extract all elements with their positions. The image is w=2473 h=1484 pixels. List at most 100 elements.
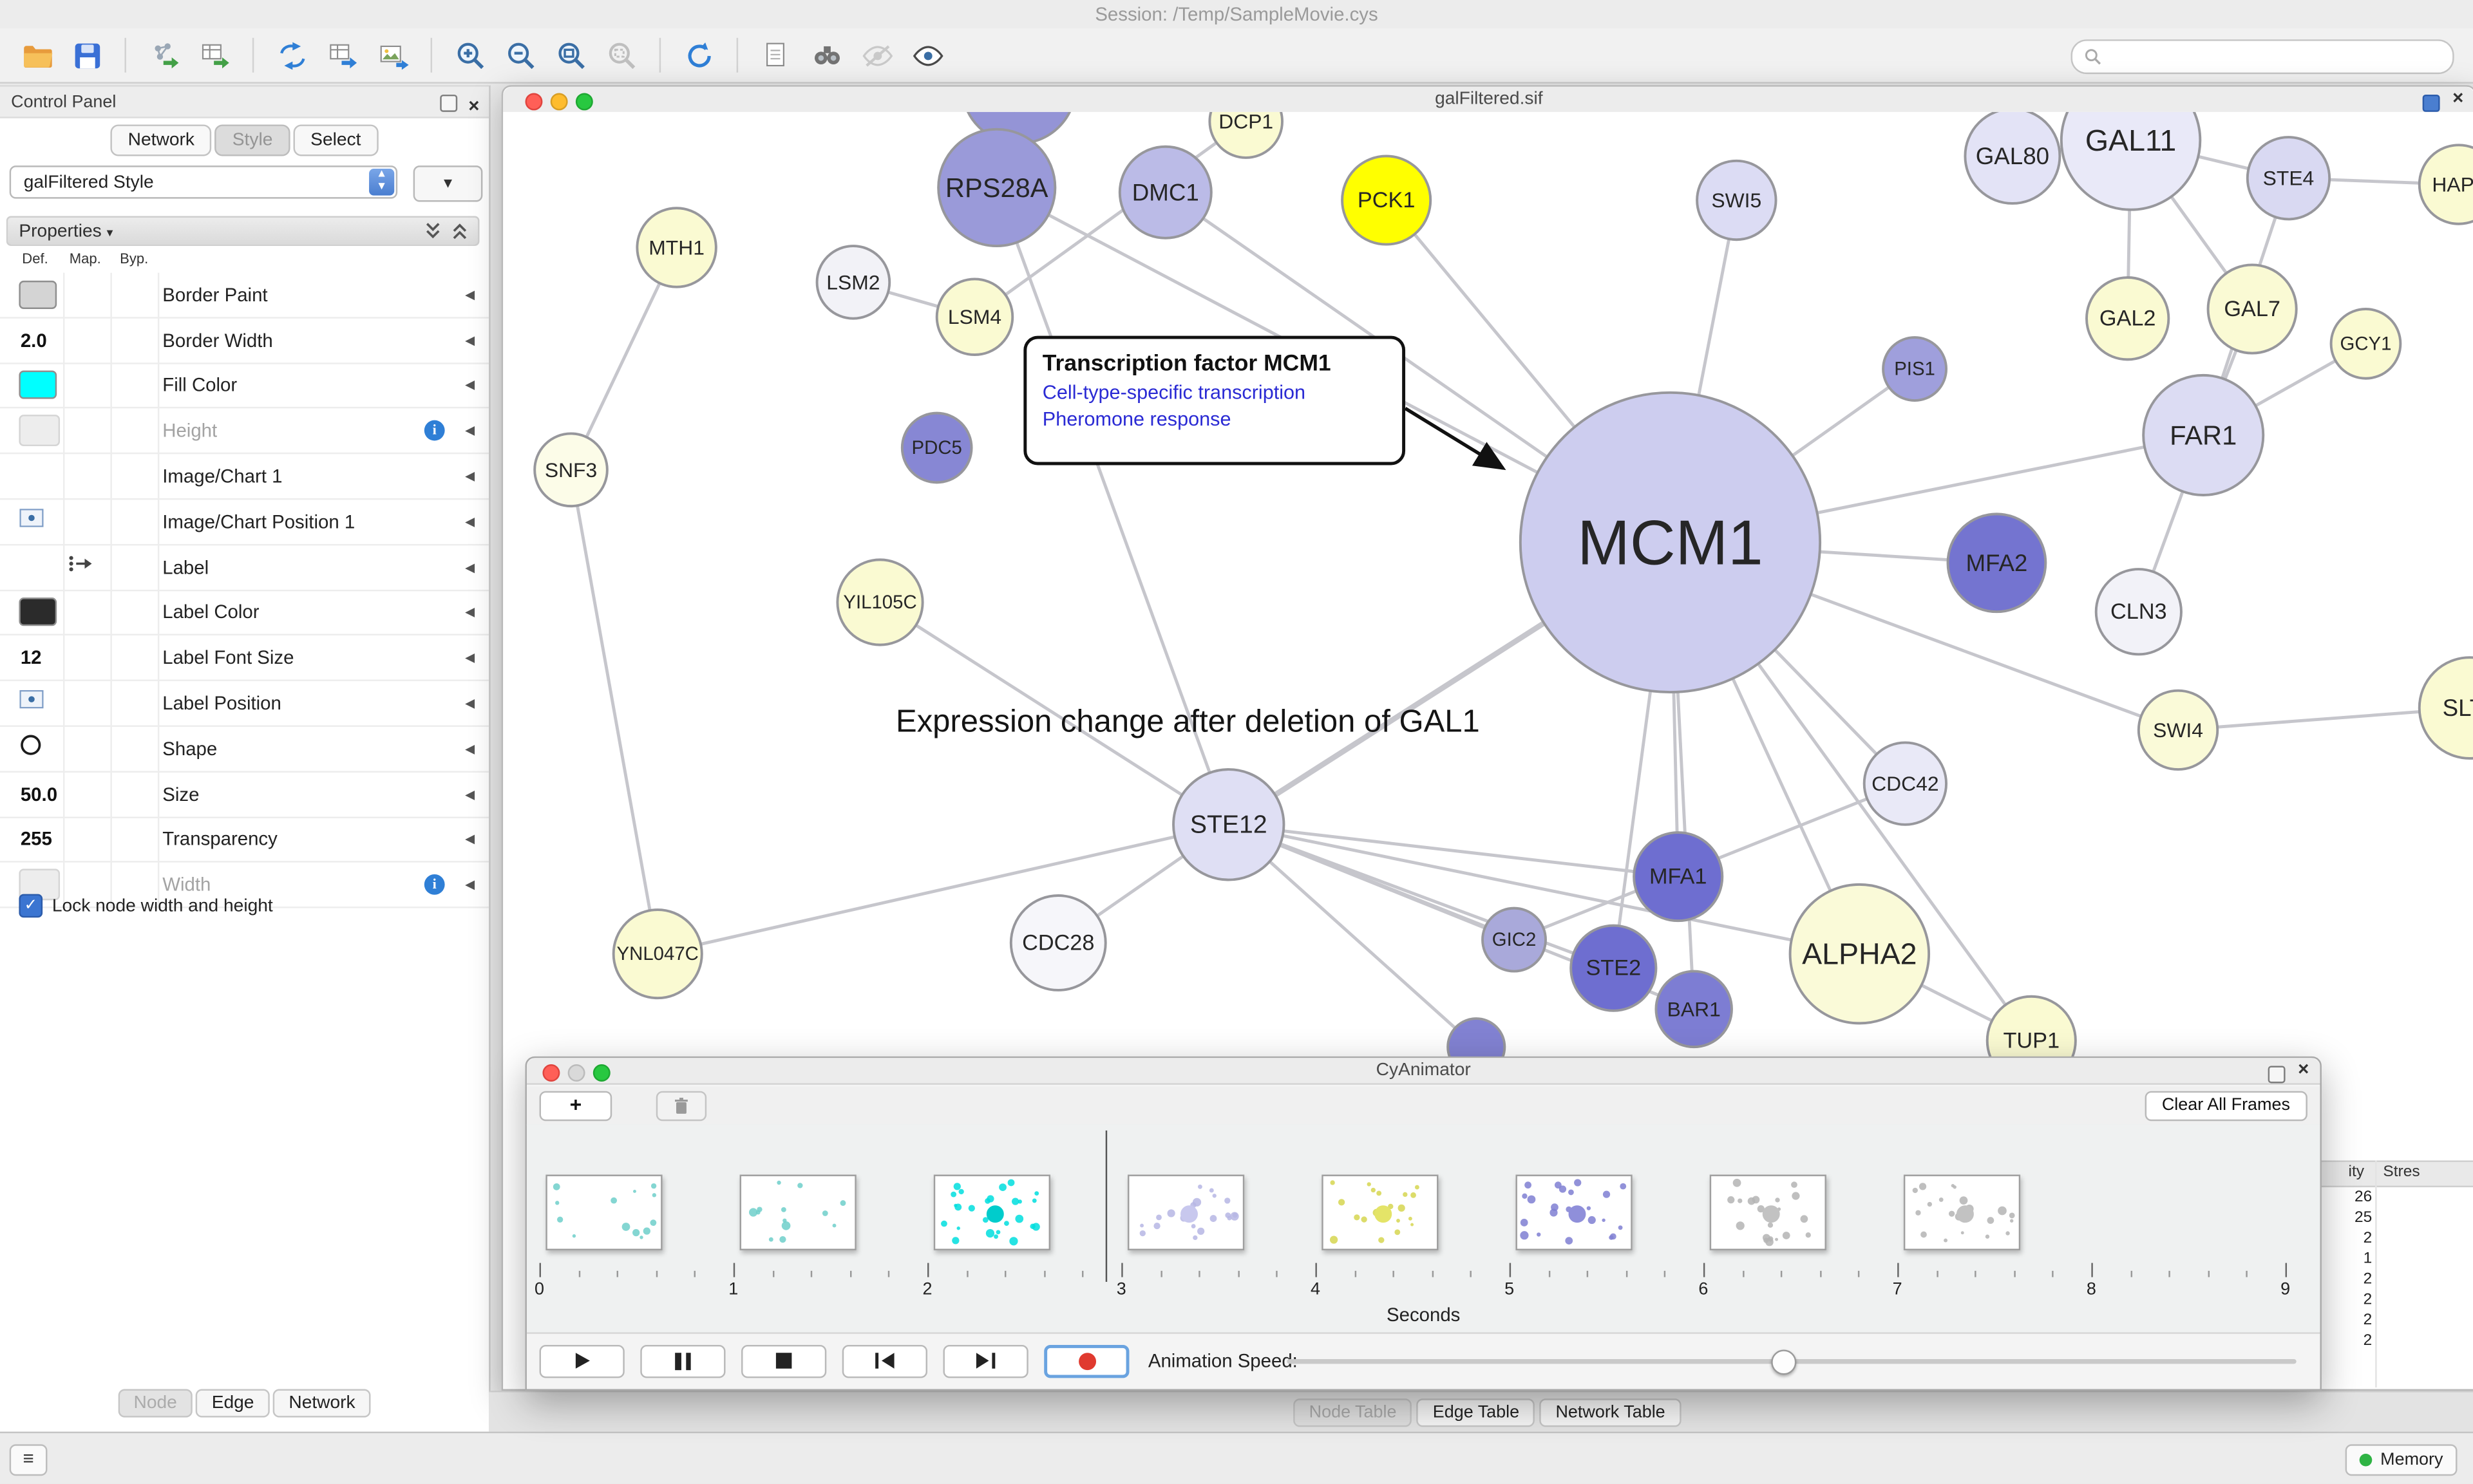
node-STE4[interactable]: [2246, 136, 2331, 221]
expand-row-arrow-icon[interactable]: ◀: [465, 333, 475, 348]
tab-edge-table[interactable]: Edge Table: [1417, 1398, 1535, 1427]
node-MTH1[interactable]: [636, 207, 717, 288]
stop-button[interactable]: [741, 1344, 827, 1378]
snapshot-icon[interactable]: [755, 35, 797, 76]
birdseye-view-icon[interactable]: [806, 35, 847, 76]
node-DCP1[interactable]: [1208, 111, 1284, 159]
node-YNL047C[interactable]: [612, 908, 703, 1000]
import-network-icon[interactable]: [144, 35, 185, 76]
node-CDC28[interactable]: [1009, 894, 1107, 991]
node-MFA2[interactable]: [1946, 512, 2047, 614]
column-header-stress[interactable]: Stres: [2383, 1163, 2420, 1181]
table-cell-connectivity[interactable]: 2: [2363, 1311, 2373, 1329]
default-value[interactable]: 255: [20, 828, 52, 851]
close-panel-icon[interactable]: ×: [468, 94, 480, 117]
skip-forward-button[interactable]: [943, 1344, 1028, 1378]
float-window-icon[interactable]: [2268, 1066, 2286, 1084]
table-cell-connectivity[interactable]: 1: [2363, 1250, 2373, 1268]
node-BAR1[interactable]: [1654, 970, 1733, 1049]
frame-thumbnail-7[interactable]: [1903, 1174, 2021, 1251]
table-cell-connectivity[interactable]: 2: [2363, 1332, 2373, 1350]
annotation-link[interactable]: Cell-type-specific transcription: [1042, 381, 1306, 404]
default-value[interactable]: 50.0: [20, 783, 58, 805]
network-window-titlebar[interactable]: galFiltered.sif ×: [503, 86, 2473, 114]
info-icon[interactable]: i: [424, 420, 445, 442]
edge-RPS28A-STE12[interactable]: [995, 187, 1231, 825]
node-GAL11[interactable]: [2060, 111, 2202, 211]
position-icon[interactable]: [19, 689, 44, 717]
minimize-window-icon[interactable]: [550, 93, 568, 111]
expand-row-arrow-icon[interactable]: ◀: [465, 287, 475, 302]
default-value[interactable]: 12: [20, 646, 42, 670]
node-PIS1[interactable]: [1882, 336, 1948, 402]
edge-STE12-MFA1[interactable]: [1228, 823, 1678, 879]
show-panel-icon[interactable]: [907, 35, 948, 76]
skip-back-button[interactable]: [842, 1344, 928, 1378]
zoom-fit-icon[interactable]: [551, 35, 592, 76]
lock-size-checkbox[interactable]: ✓: [19, 894, 43, 918]
column-header-connectivity[interactable]: ity: [2348, 1163, 2365, 1181]
node-SNF3[interactable]: [533, 432, 609, 508]
close-window-icon[interactable]: [525, 93, 543, 111]
clear-all-frames-button[interactable]: Clear All Frames: [2144, 1091, 2307, 1122]
float-panel-icon[interactable]: [440, 94, 458, 112]
export-network-icon[interactable]: [271, 35, 312, 76]
node-STE12[interactable]: [1172, 768, 1285, 881]
zoom-selected-icon[interactable]: [601, 35, 642, 76]
property-row-border-paint[interactable]: Border Paint◀: [0, 273, 489, 319]
node-MFA1[interactable]: [1633, 831, 1724, 923]
collapse-all-icon[interactable]: [424, 221, 442, 241]
memory-button[interactable]: Memory: [2345, 1444, 2458, 1476]
property-row-image-chart-position-1[interactable]: Image/Chart Position 1◀: [0, 500, 489, 545]
frame-thumbnail-2[interactable]: [933, 1174, 1051, 1251]
discrete-mapping-icon[interactable]: [66, 553, 95, 581]
maximize-window-icon[interactable]: [575, 93, 593, 111]
frame-thumbnail-4[interactable]: [1322, 1174, 1439, 1251]
lock-size-row[interactable]: ✓ Lock node width and height: [19, 894, 273, 918]
expand-row-arrow-icon[interactable]: ◀: [465, 424, 475, 438]
default-value-cell[interactable]: [19, 415, 61, 447]
node-LSM4[interactable]: [935, 277, 1014, 356]
frame-thumbnail-3[interactable]: [1128, 1174, 1245, 1251]
frame-thumbnail-5[interactable]: [1515, 1174, 1633, 1251]
tab-node-table[interactable]: Node Table: [1293, 1398, 1412, 1427]
table-cell-connectivity[interactable]: 2: [2363, 1230, 2373, 1248]
style-target-tab-edge[interactable]: Edge: [196, 1389, 270, 1418]
edge-STE12-YIL105C[interactable]: [879, 601, 1230, 826]
speed-slider-knob[interactable]: [1770, 1349, 1796, 1375]
node-GIC2[interactable]: [1481, 906, 1547, 973]
pause-button[interactable]: [640, 1344, 726, 1378]
tab-network[interactable]: Network: [110, 124, 212, 156]
expand-row-arrow-icon[interactable]: ◀: [465, 650, 475, 665]
tab-select[interactable]: Select: [293, 124, 379, 156]
float-window-icon[interactable]: [2422, 94, 2440, 112]
delete-frame-button[interactable]: [656, 1091, 707, 1122]
close-view-icon[interactable]: ×: [2298, 1058, 2309, 1080]
tab-network-table[interactable]: Network Table: [1539, 1398, 1682, 1427]
default-value-swatch[interactable]: [19, 598, 57, 627]
minimize-window-icon[interactable]: [567, 1064, 585, 1082]
expand-row-arrow-icon[interactable]: ◀: [465, 741, 475, 756]
edge-DCP1-LSM4[interactable]: [974, 120, 1247, 319]
expand-row-arrow-icon[interactable]: ◀: [465, 832, 475, 847]
table-cell-connectivity[interactable]: 2: [2363, 1270, 2373, 1288]
ellipse-icon[interactable]: [19, 733, 43, 764]
table-cell-connectivity[interactable]: 26: [2355, 1188, 2373, 1207]
task-history-button[interactable]: ≡: [9, 1444, 48, 1476]
property-row-fill-color[interactable]: Fill Color◀: [0, 364, 489, 409]
expand-all-icon[interactable]: [451, 221, 468, 241]
animator-titlebar[interactable]: CyAnimator ×: [526, 1058, 2320, 1085]
node-GCY1[interactable]: [2329, 308, 2402, 380]
search-box[interactable]: [2070, 39, 2454, 75]
export-table-icon[interactable]: [322, 35, 363, 76]
property-row-label[interactable]: Label◀: [0, 545, 489, 591]
node-ALPHA2[interactable]: [1788, 883, 1931, 1025]
hide-panel-icon[interactable]: [857, 35, 898, 76]
zoom-out-icon[interactable]: [500, 35, 541, 76]
save-session-icon[interactable]: [66, 35, 108, 76]
expand-row-arrow-icon[interactable]: ◀: [465, 378, 475, 393]
